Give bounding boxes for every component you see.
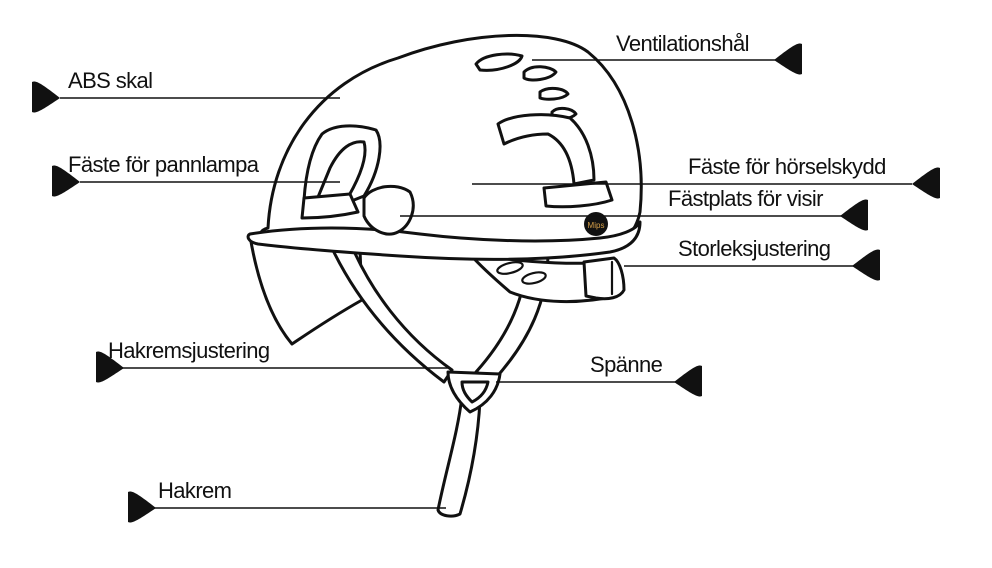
label-earmuff-mount: Fäste för hörselskydd <box>688 154 886 179</box>
helmet-brim <box>246 220 642 261</box>
arrow-markers <box>32 43 940 523</box>
marker-chinstrap <box>128 491 156 523</box>
mips-logo: Mips <box>584 212 608 236</box>
helmet-illustration: Mips <box>246 33 643 518</box>
buckle <box>446 370 502 414</box>
visor-mount-hinge <box>362 184 415 236</box>
label-size-adjust: Storleksjustering <box>678 236 830 261</box>
marker-earmuff <box>912 167 940 199</box>
marker-abs-shell <box>32 81 60 113</box>
front-strap <box>328 240 454 384</box>
marker-visor <box>840 199 868 231</box>
callout-labels: ABS skal Ventilationshål Fäste för pannl… <box>68 31 886 503</box>
label-chinstrap-adjust: Hakremsjustering <box>108 338 270 363</box>
ventilation-holes <box>474 52 578 121</box>
headlamp-clip-front <box>302 124 382 206</box>
mips-logo-text: Mips <box>588 221 605 230</box>
label-buckle: Spänne <box>590 352 663 377</box>
label-ventilation: Ventilationshål <box>616 31 749 56</box>
headlamp-clip-rear <box>496 113 596 186</box>
marker-buckle <box>674 365 702 397</box>
marker-size <box>852 249 880 281</box>
size-adjust-dial <box>582 256 626 301</box>
label-abs-shell: ABS skal <box>68 68 152 93</box>
marker-chinstrap-adjust <box>96 351 124 383</box>
marker-ventilation <box>774 43 802 75</box>
label-visor-mount: Fästplats för visir <box>668 186 823 211</box>
marker-headlamp <box>52 165 80 197</box>
label-chinstrap: Hakrem <box>158 478 231 503</box>
chinstrap-strap <box>436 394 482 518</box>
label-headlamp-mount: Fäste för pannlampa <box>68 152 260 177</box>
leader-lines <box>60 59 912 509</box>
